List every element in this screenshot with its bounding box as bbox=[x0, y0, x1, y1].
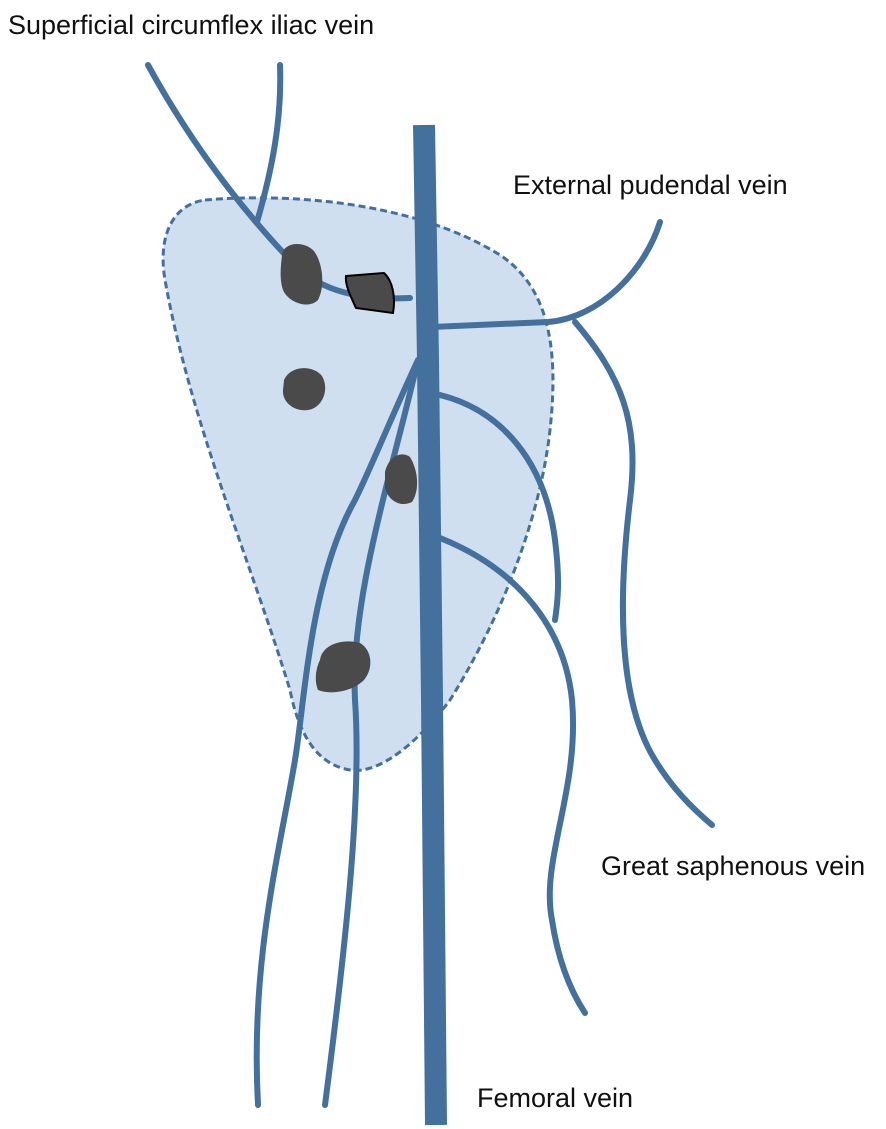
great-saphenous-vein-label: Great saphenous vein bbox=[601, 853, 865, 880]
superficial-circumflex-iliac-vein-label: Superficial circumflex iliac vein bbox=[8, 12, 374, 39]
great-saphenous-vein bbox=[575, 322, 712, 825]
femoral-vein-label: Femoral vein bbox=[477, 1085, 633, 1112]
external-pudendal-vein-label: External pudendal vein bbox=[513, 172, 788, 199]
lymph-node-4 bbox=[385, 454, 417, 504]
femoral-vein bbox=[424, 125, 436, 1125]
lymph-node-3 bbox=[283, 368, 325, 410]
